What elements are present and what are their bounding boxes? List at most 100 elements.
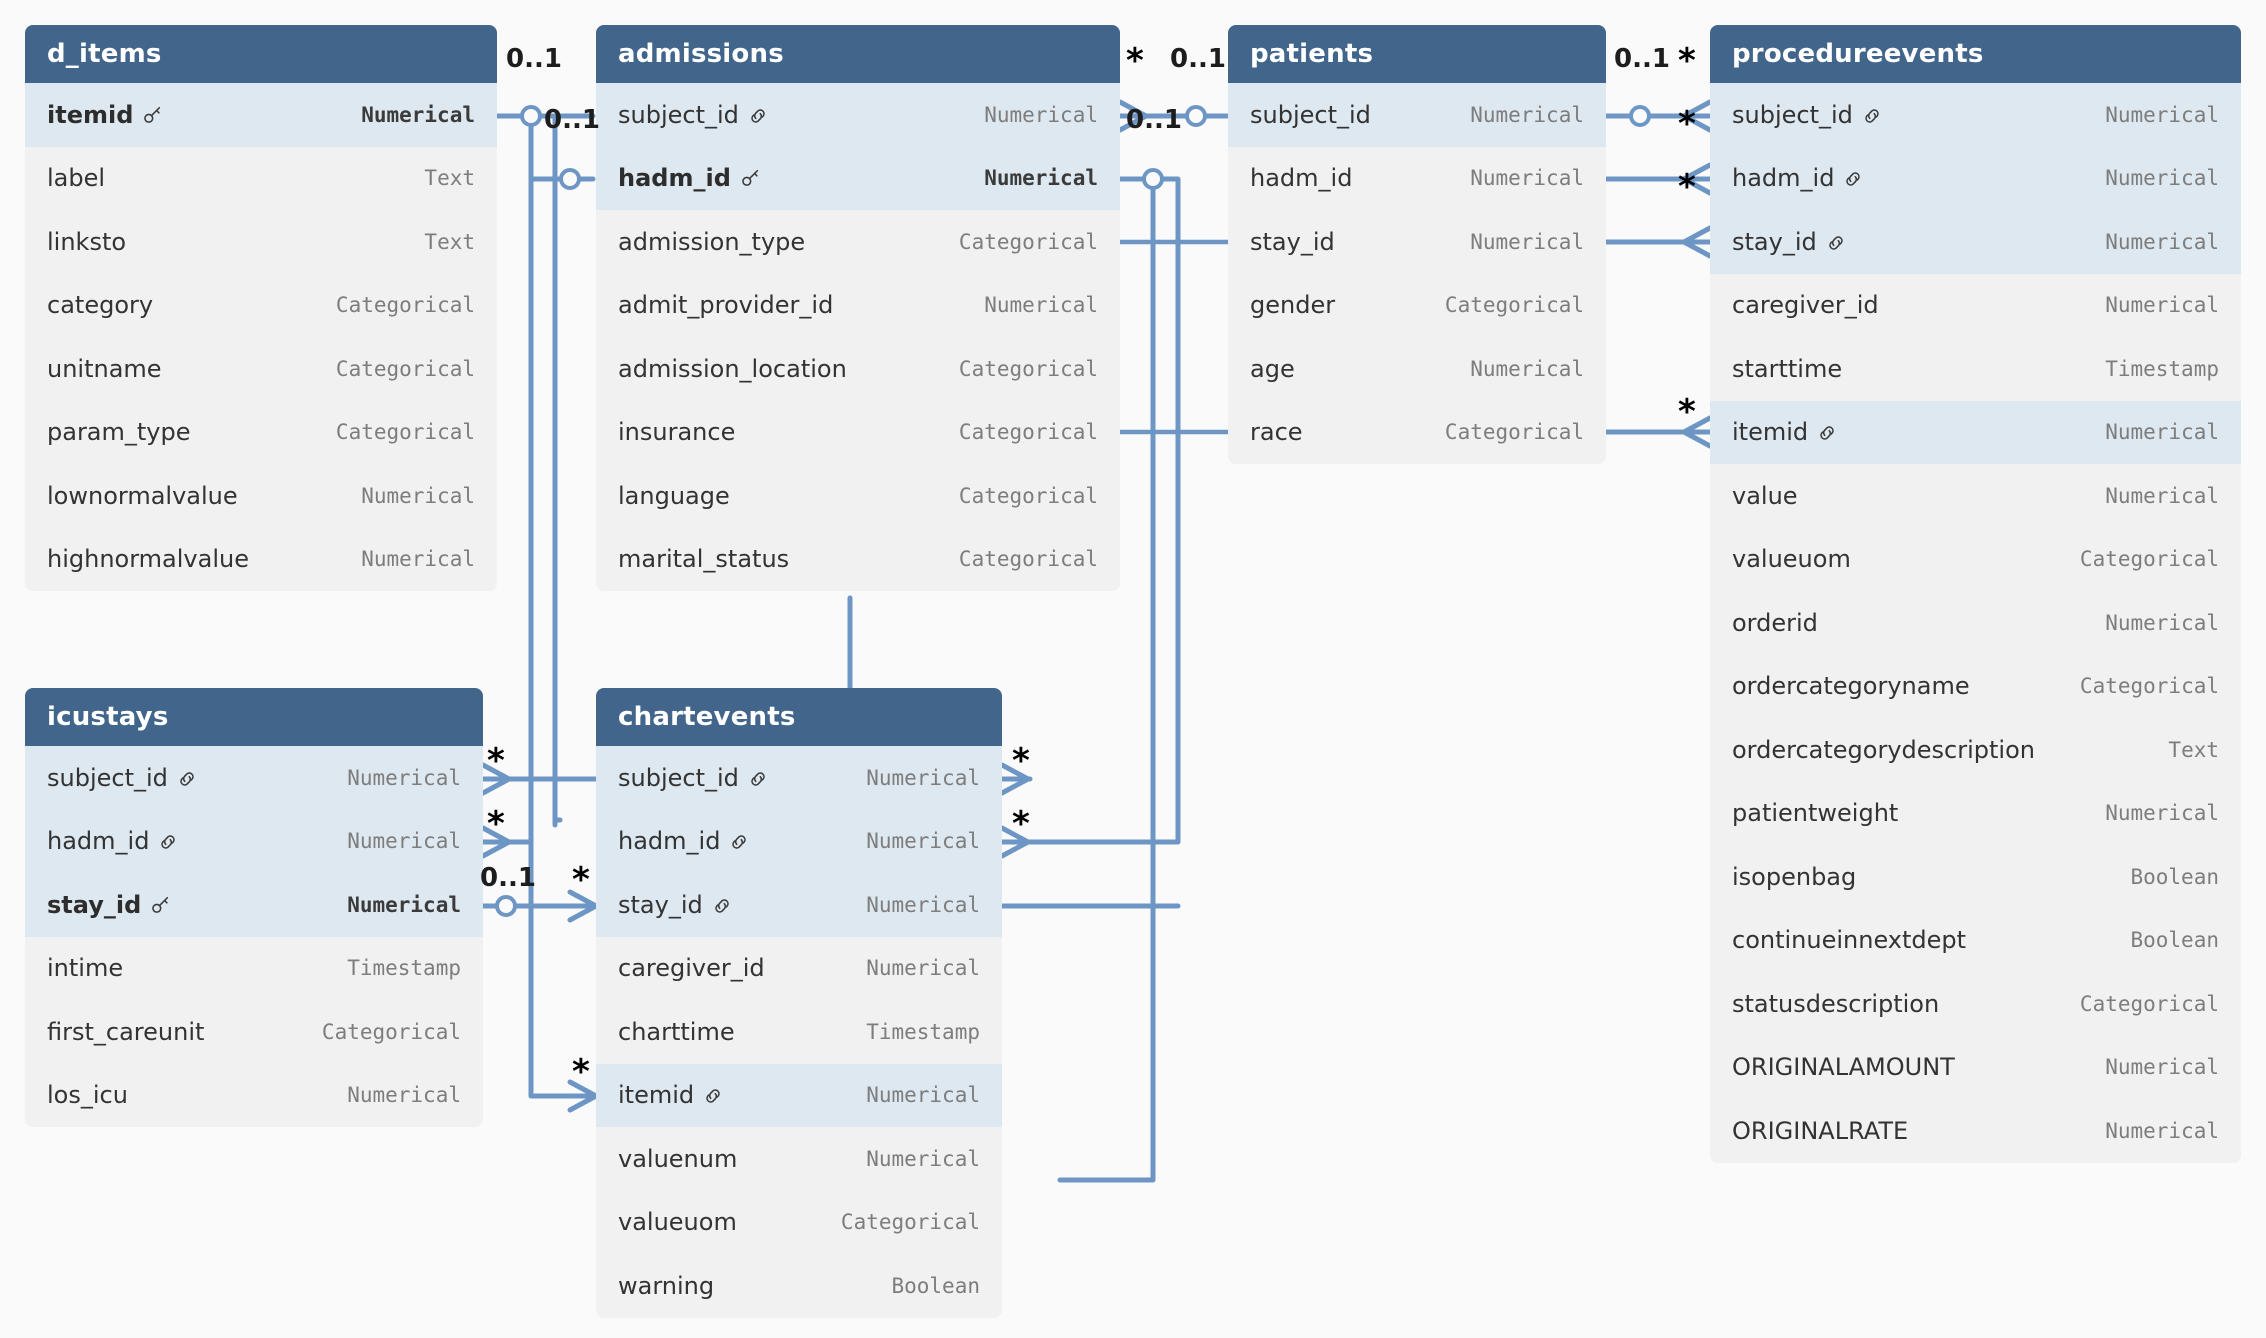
- attribute-name: patientweight: [1732, 799, 1899, 828]
- attribute-row[interactable]: hadm_id Numerical: [1710, 146, 2241, 210]
- link-icon: [728, 831, 750, 853]
- attribute-type: Categorical: [2079, 991, 2219, 1016]
- attribute-type: Numerical: [984, 102, 1098, 127]
- key-icon: [739, 168, 761, 190]
- attribute-name: age: [1250, 354, 1295, 383]
- attribute-row[interactable]: subject_id Numerical: [1710, 83, 2241, 147]
- entity-title-d_items: d_items: [25, 25, 497, 83]
- attribute-type: Numerical: [2105, 801, 2219, 826]
- attribute-row[interactable]: patientweight Numerical: [1710, 781, 2241, 845]
- cardinality-many-label: *: [572, 1052, 590, 1092]
- attribute-row[interactable]: charttime Timestamp: [596, 1000, 1002, 1064]
- attribute-name: continueinnextdept: [1732, 926, 1967, 955]
- attribute-name: hadm_id: [1732, 164, 1835, 193]
- attribute-name: marital_status: [618, 545, 790, 574]
- attribute-name: los_icu: [47, 1081, 128, 1110]
- attribute-name: statusdescription: [1732, 989, 1940, 1018]
- attribute-type: Boolean: [2130, 928, 2219, 953]
- attribute-row[interactable]: statusdescription Categorical: [1710, 972, 2241, 1036]
- attribute-row[interactable]: continueinnextdept Boolean: [1710, 908, 2241, 972]
- attribute-name: subject_id: [1732, 100, 1853, 129]
- attribute-type: Numerical: [347, 829, 461, 854]
- link-icon: [1825, 232, 1847, 254]
- attribute-name: unitname: [47, 354, 162, 383]
- attribute-type: Categorical: [335, 356, 475, 381]
- attribute-name: ORIGINALAMOUNT: [1732, 1053, 1955, 1082]
- attribute-type: Numerical: [2105, 102, 2219, 127]
- attribute-row[interactable]: unitname Categorical: [25, 337, 497, 401]
- cardinality-many-label: *: [1678, 167, 1696, 207]
- cardinality-zero-one-label: 0..1: [1126, 105, 1182, 135]
- crowfoot-marker: [1681, 225, 1713, 259]
- attribute-name: stay_id: [618, 890, 703, 919]
- attribute-type: Numerical: [361, 547, 475, 572]
- attribute-name: charttime: [618, 1017, 735, 1046]
- attribute-name: lownormalvalue: [47, 481, 238, 510]
- attribute-type: Numerical: [2105, 610, 2219, 635]
- attribute-type: Numerical: [2105, 166, 2219, 191]
- attribute-name: stay_id: [47, 890, 142, 919]
- attribute-type: Categorical: [958, 229, 1098, 254]
- attribute-type: Timestamp: [866, 1019, 980, 1044]
- attribute-name: insurance: [618, 418, 736, 447]
- attribute-type: Numerical: [361, 102, 475, 127]
- attribute-name: isopenbag: [1732, 862, 1857, 891]
- attribute-name: intime: [47, 954, 124, 983]
- cardinality-many-label: *: [572, 860, 590, 900]
- cardinality-many-label: *: [487, 741, 505, 781]
